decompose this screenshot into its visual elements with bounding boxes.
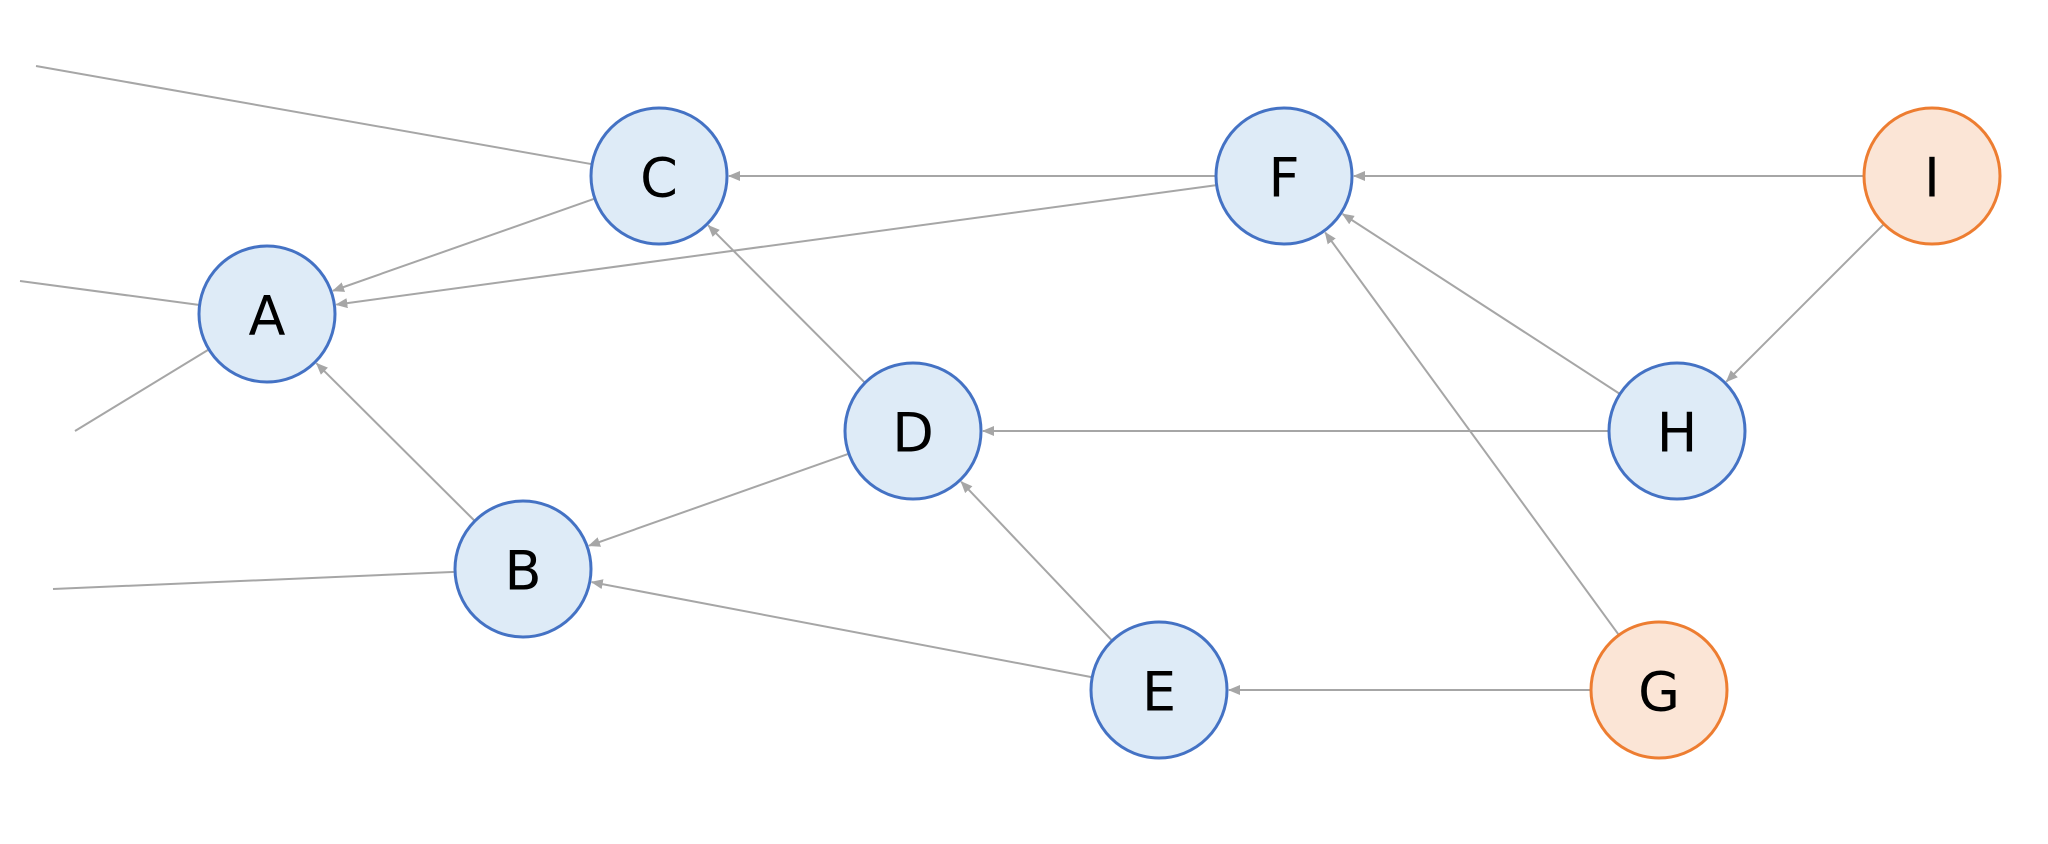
node-circle <box>843 361 983 501</box>
node-f: F <box>1214 106 1354 246</box>
node-label: F <box>1268 147 1299 210</box>
edge-c-to-a <box>332 197 596 292</box>
node-circle <box>1214 106 1354 246</box>
node-c: C <box>589 106 729 246</box>
dangling-edges <box>19 65 593 590</box>
edge-b-to-a <box>315 362 476 522</box>
node-circle <box>1089 620 1229 760</box>
node-label: B <box>504 540 541 603</box>
edge-d-to-c <box>707 224 866 384</box>
node-h: H <box>1607 361 1747 501</box>
node-i: I <box>1862 106 2002 246</box>
node-circle <box>1589 620 1729 760</box>
nodes: A B C D E F G H I <box>197 106 2002 760</box>
dangling-edge-b <box>52 570 456 590</box>
node-circle <box>1607 361 1747 501</box>
node-circle <box>589 106 729 246</box>
dangling-edge-a <box>19 280 200 306</box>
dangling-edge-a <box>74 348 210 432</box>
node-a: A <box>197 244 337 384</box>
node-b: B <box>453 499 593 639</box>
node-d: D <box>843 361 983 501</box>
node-label: A <box>249 285 286 348</box>
edge-e-to-d <box>960 481 1113 642</box>
edge-e-to-b <box>590 579 1093 679</box>
node-label: C <box>640 147 678 210</box>
node-circle <box>197 244 337 384</box>
dangling-edge-c <box>35 65 593 166</box>
node-g: G <box>1589 620 1729 760</box>
node-label: E <box>1142 661 1176 724</box>
edge-g-to-f <box>1324 231 1620 636</box>
node-label: D <box>892 402 934 465</box>
node-circle <box>453 499 593 639</box>
edge-d-to-b <box>588 452 850 547</box>
edge-h-to-f <box>1341 213 1621 395</box>
edge-i-to-h <box>1725 223 1885 383</box>
node-e: E <box>1089 620 1229 760</box>
node-label: I <box>1924 147 1940 210</box>
node-circle <box>1862 106 2002 246</box>
edges <box>315 171 1885 695</box>
edge-f-to-a <box>335 184 1217 309</box>
node-label: H <box>1657 402 1698 465</box>
node-label: G <box>1638 661 1680 724</box>
